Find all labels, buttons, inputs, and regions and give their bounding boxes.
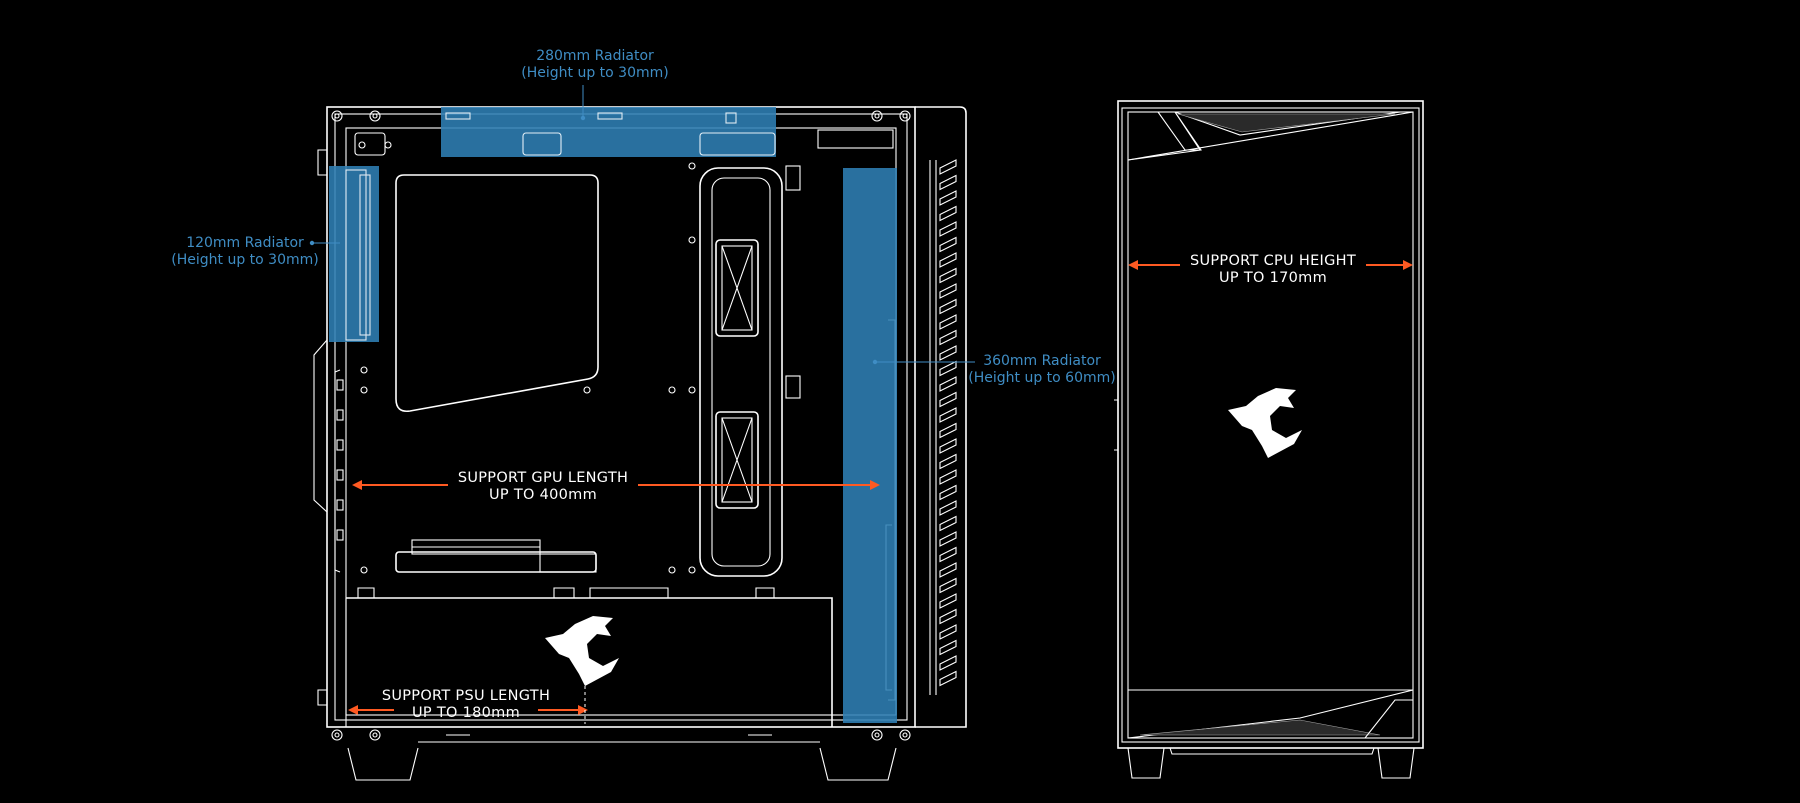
label-360mm-radiator: 360mm Radiator (Height up to 60mm) <box>962 353 1122 387</box>
front-vent-slat <box>939 562 957 578</box>
front-vent-slat <box>939 469 957 485</box>
front-vent-slat <box>939 593 957 609</box>
front-vent-slat <box>939 500 957 516</box>
label-280-title: 280mm Radiator <box>536 48 654 64</box>
label-120-title: 120mm Radiator <box>186 235 304 251</box>
front-vent-slat <box>939 670 957 687</box>
label-280mm-radiator: 280mm Radiator (Height up to 30mm) <box>500 48 690 82</box>
label-psu-length: SUPPORT PSU LENGTH UP TO 180mm <box>372 688 560 722</box>
front-vent-slat <box>939 624 957 640</box>
front-vent-slat <box>939 345 957 361</box>
label-gpu-value: UP TO 400mm <box>488 487 598 503</box>
front-vent-slat <box>939 252 957 268</box>
radiator-zone-360 <box>843 168 897 723</box>
label-gpu-length: SUPPORT GPU LENGTH UP TO 400mm <box>448 470 638 504</box>
label-360-title: 360mm Radiator <box>983 353 1101 369</box>
front-vent-slat <box>939 639 957 656</box>
front-vent-slat <box>939 376 957 392</box>
front-vent-slat <box>939 407 957 423</box>
front-vent-slat <box>939 546 957 563</box>
front-vent-slat <box>939 205 957 222</box>
front-vent-slat <box>939 438 957 454</box>
front-vent-slat <box>939 190 957 206</box>
front-vent-slat <box>939 159 957 175</box>
aorus-eagle-logo <box>545 616 619 686</box>
label-120mm-radiator: 120mm Radiator (Height up to 30mm) <box>160 235 330 269</box>
label-cpu-value: UP TO 170mm <box>1218 270 1328 286</box>
radiator-zone-280 <box>441 107 776 157</box>
front-vent-slat <box>939 484 957 501</box>
cpu-height-arrow <box>1128 260 1413 270</box>
front-vent-slat <box>939 577 957 594</box>
front-vent-slat <box>939 531 957 547</box>
front-vent-slat <box>939 314 957 330</box>
label-cpu-height: SUPPORT CPU HEIGHT UP TO 170mm <box>1180 253 1366 287</box>
front-vent-slat <box>939 329 957 346</box>
front-vent-slat <box>939 422 957 439</box>
front-vent-slat <box>939 236 957 253</box>
label-360-height: (Height up to 60mm) <box>968 370 1116 386</box>
front-vent-slat <box>939 283 957 299</box>
front-vent-slat <box>939 267 957 284</box>
radiator-zone-120 <box>329 166 379 342</box>
label-gpu-title: SUPPORT GPU LENGTH <box>457 470 629 486</box>
case-front-view <box>1114 100 1424 779</box>
front-vent-slat <box>939 360 957 377</box>
psu-length-arrow <box>348 680 588 724</box>
label-cpu-title: SUPPORT CPU HEIGHT <box>1189 253 1357 269</box>
front-vent-slat <box>939 298 957 315</box>
aorus-eagle-logo-front <box>1228 388 1302 458</box>
label-120-height: (Height up to 30mm) <box>171 252 319 268</box>
label-psu-title: SUPPORT PSU LENGTH <box>381 688 551 704</box>
front-vent-slat <box>939 515 957 532</box>
front-vent-slat <box>939 391 957 408</box>
front-vent-slat <box>939 655 957 671</box>
label-280-height: (Height up to 30mm) <box>521 65 669 81</box>
front-vent-slat <box>939 453 957 470</box>
front-vent-slat <box>939 221 957 237</box>
front-vent-slat <box>939 174 957 191</box>
front-vent-slat <box>939 608 957 625</box>
label-psu-value: UP TO 180mm <box>411 705 521 721</box>
gpu-length-arrow <box>352 480 880 490</box>
